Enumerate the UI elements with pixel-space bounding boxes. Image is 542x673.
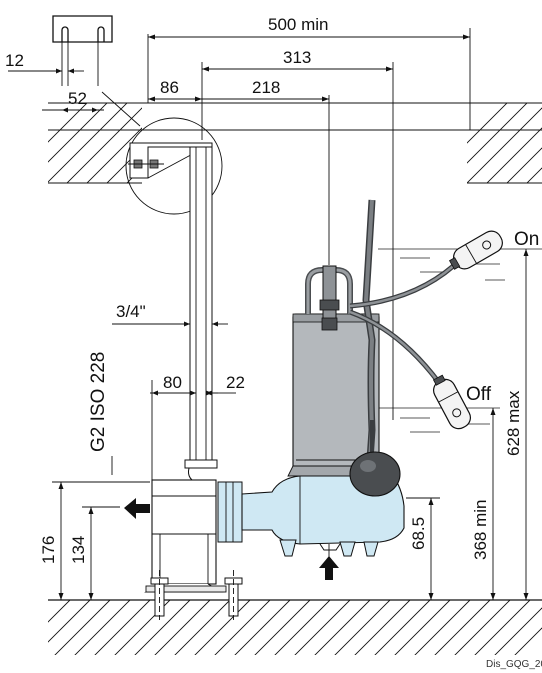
- discharge-pipe: [189, 146, 213, 464]
- ceiling-slab-left: [48, 103, 142, 183]
- inlet-arrow-icon: [319, 556, 339, 580]
- dim-218: 218: [252, 78, 280, 97]
- detail-circle: [125, 117, 223, 215]
- level-float: [349, 420, 401, 497]
- dim-68-5: 68.5: [409, 517, 428, 550]
- float-cables: [349, 256, 464, 386]
- float-switch-off: [432, 374, 471, 430]
- discharge-arrow-icon: [124, 498, 150, 519]
- floor-slab: [48, 599, 542, 655]
- float-switch-on: [448, 230, 503, 270]
- dim-313: 313: [283, 48, 311, 67]
- label-on: On: [514, 229, 539, 250]
- left-dimensions: [52, 481, 150, 600]
- label-off: Off: [466, 384, 492, 405]
- base-coupling: [144, 459, 243, 620]
- dim-3-4-inch: 3/4": [116, 302, 146, 321]
- dim-176: 176: [39, 536, 58, 564]
- dim-628-max: 628 max: [504, 390, 523, 456]
- dim-86: 86: [160, 78, 179, 97]
- dim-134: 134: [69, 536, 88, 564]
- dim-80: 80: [163, 373, 182, 392]
- dim-368-min: 368 min: [471, 500, 490, 560]
- ceiling-slab-right: [467, 103, 542, 183]
- drawing-code: Dis_GQG_20: [486, 659, 542, 670]
- right-dimensions: [406, 249, 529, 600]
- dim-12: 12: [5, 51, 24, 70]
- dim-500-min: 500 min: [268, 15, 328, 34]
- thread-spec: G2 ISO 228: [88, 352, 109, 452]
- bracket-detail: [52, 15, 113, 86]
- pump-handle: [305, 265, 353, 331]
- dim-22: 22: [226, 373, 245, 392]
- top-dimension-lines: [147, 28, 471, 420]
- dim-52: 52: [68, 89, 87, 108]
